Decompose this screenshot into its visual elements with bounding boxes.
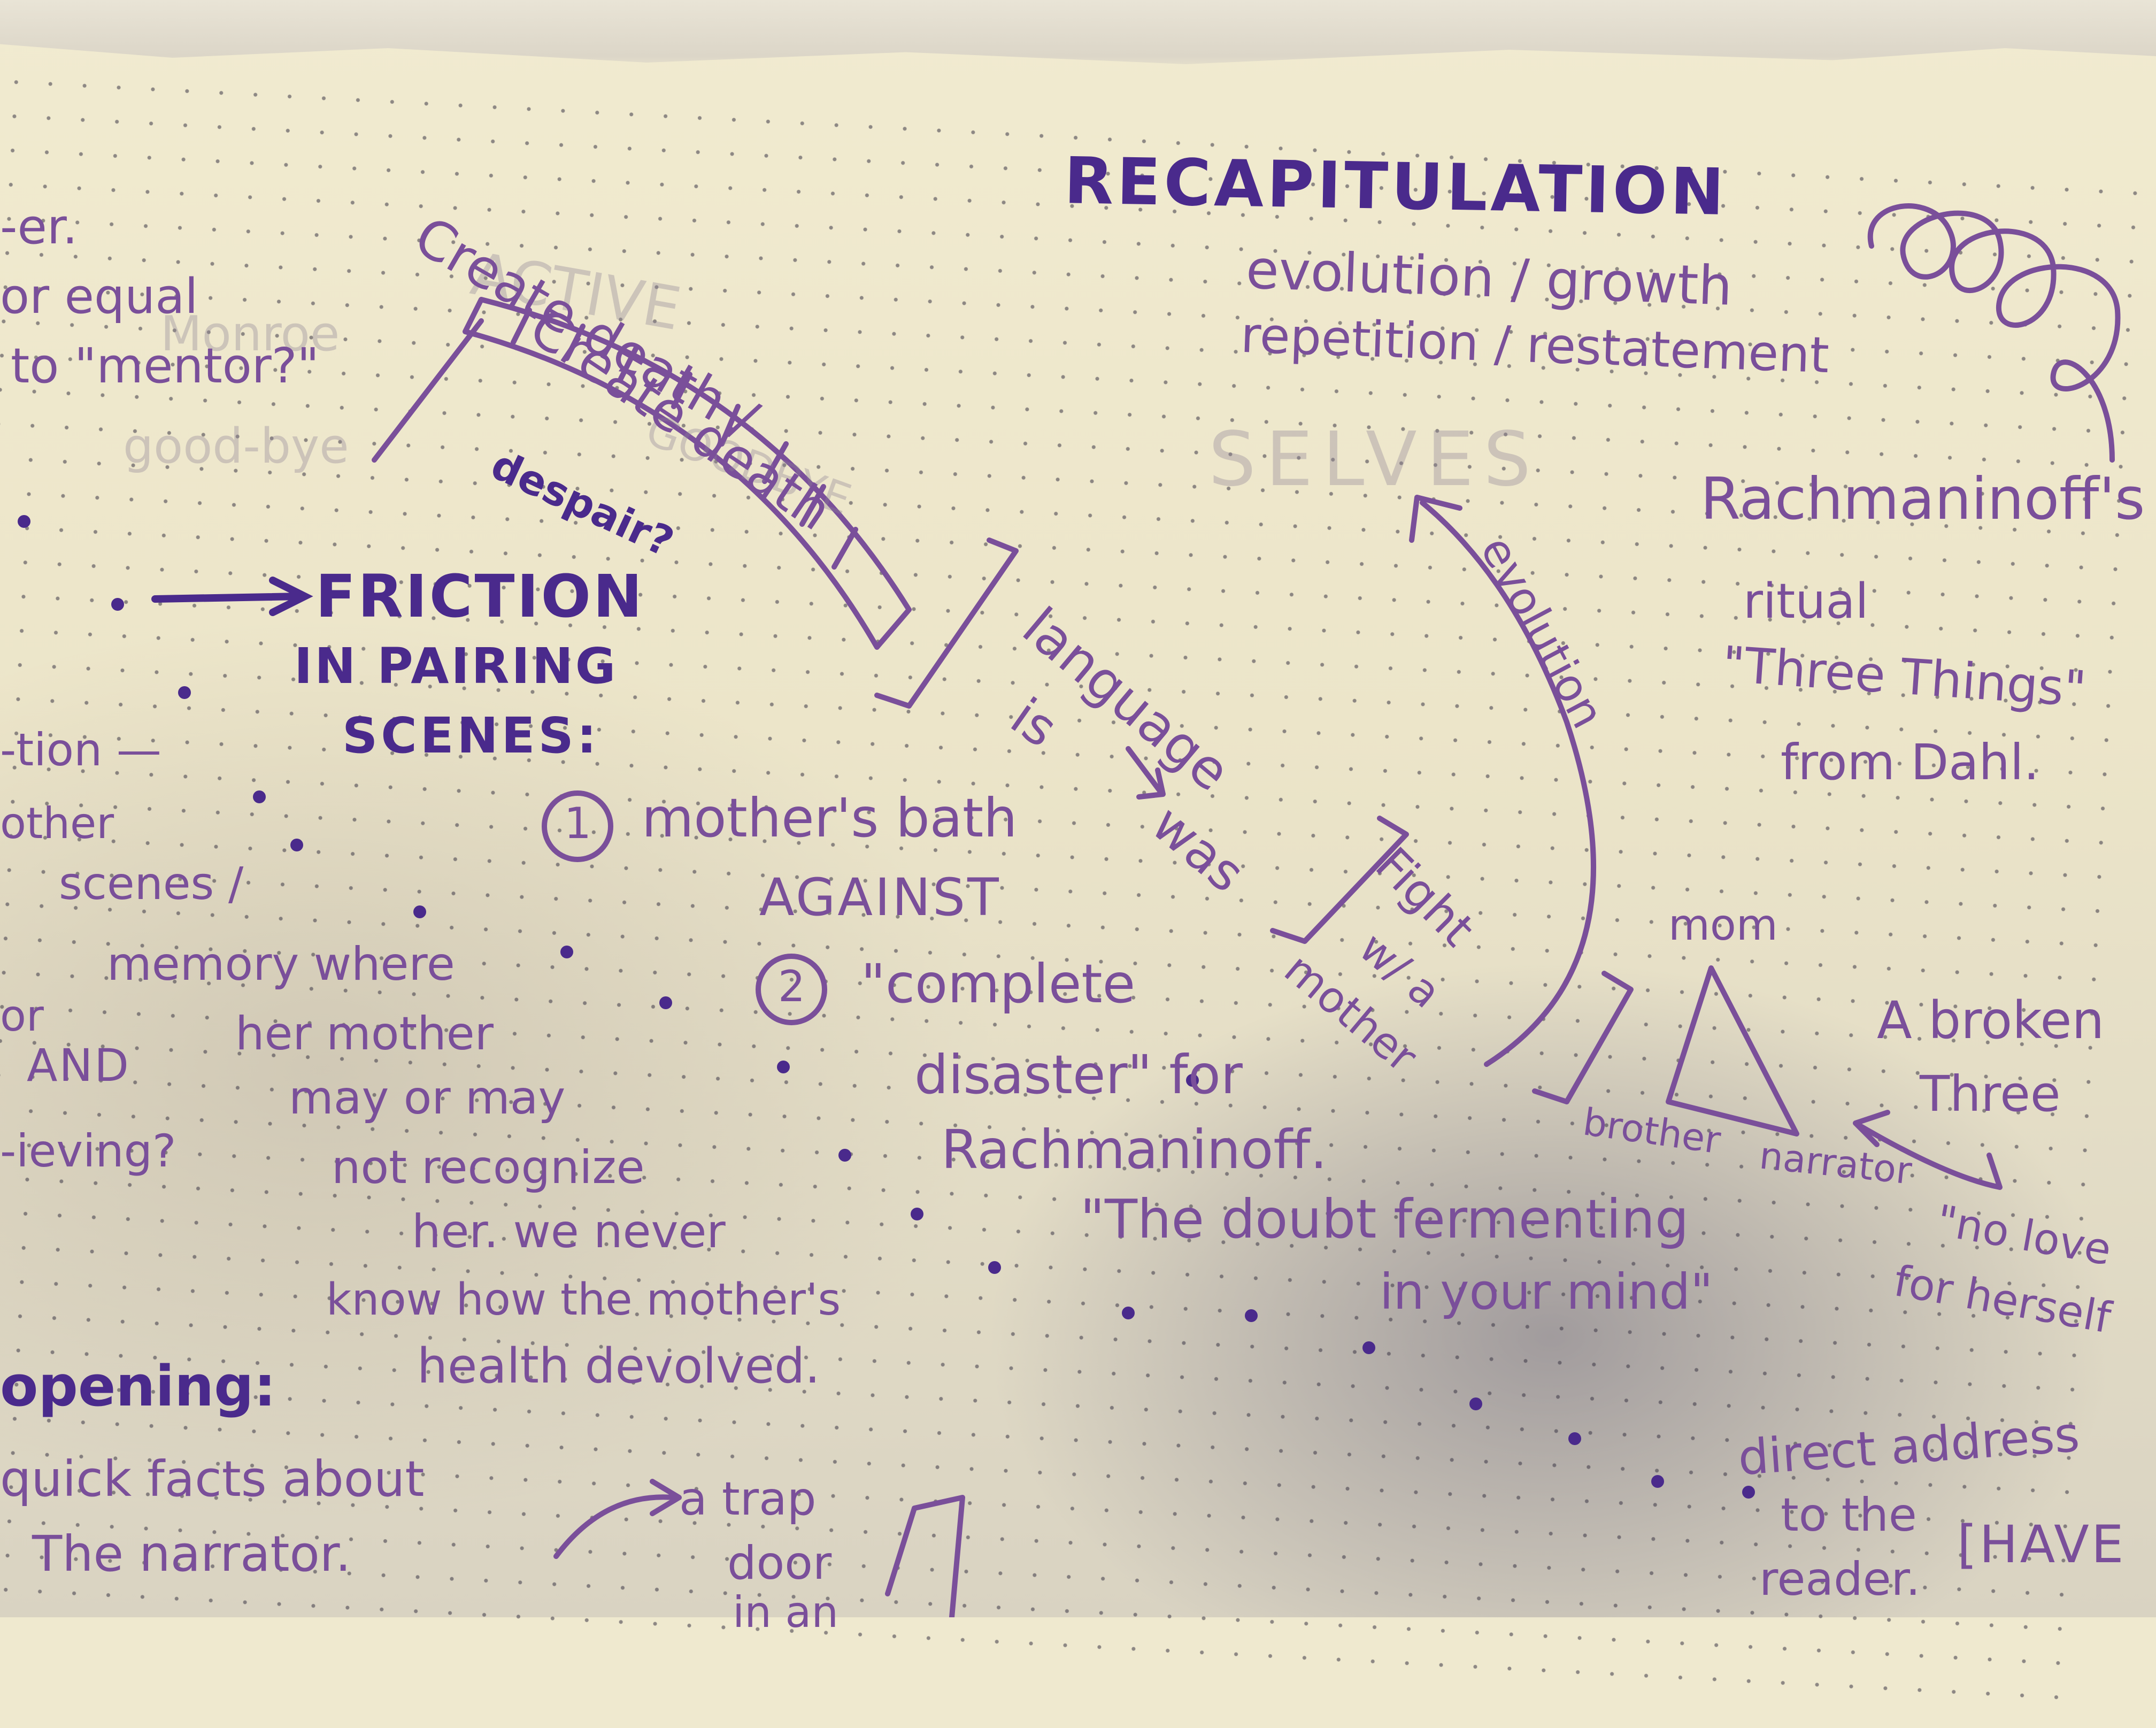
bracket-3 xyxy=(1532,971,1634,1104)
direct-address-line3: reader. xyxy=(1759,1553,1921,1606)
memory-line6: know how the mother's xyxy=(326,1274,841,1325)
a-broken-text: A broken xyxy=(1877,990,2105,1050)
left-fragment-or: or xyxy=(0,991,44,1041)
ghost-text-selves: SELVES xyxy=(1208,416,1541,503)
item-disaster-for: disaster" for xyxy=(914,1043,1243,1106)
rachmaninoffs-text: Rachmaninoff's xyxy=(1700,466,2145,533)
trap-door-line3: in an xyxy=(733,1587,839,1637)
trap-arrow xyxy=(553,1479,682,1559)
memory-line1: memory where xyxy=(107,938,455,991)
pen-drawings xyxy=(18,203,2121,1617)
bracket-2 xyxy=(1270,816,1409,944)
have-bracket-text: [HAVE xyxy=(1957,1515,2126,1575)
friction-heading-line1: FRICTION xyxy=(315,562,645,631)
recap-evolution-growth: evolution / growth xyxy=(1245,238,1734,318)
triangle-mom-label: mom xyxy=(1668,900,1778,950)
circle-one xyxy=(542,790,613,862)
ritual-text: ritual xyxy=(1743,573,1869,629)
trap-door-line1: a trap xyxy=(679,1472,817,1526)
broken-three-arrow xyxy=(1853,1110,2003,1190)
trap-door-line2: door xyxy=(727,1537,832,1590)
friction-heading-line3: SCENES: xyxy=(342,707,600,764)
left-fragment-mentor: to "mentor?" xyxy=(11,338,319,394)
memory-line3: may or may xyxy=(289,1071,566,1125)
hatched-band xyxy=(463,297,912,650)
left-fragment-ieving: -ieving? xyxy=(0,1125,176,1177)
circle-two xyxy=(756,954,827,1025)
quote-in-your-mind: in your mind" xyxy=(1380,1263,1713,1320)
evolution-arc xyxy=(1420,500,1596,1067)
bracket-1 xyxy=(874,537,1019,709)
evolution-arrowhead xyxy=(1409,495,1462,543)
friction-heading-line2: IN PAIRING xyxy=(294,638,618,695)
spiral-loops xyxy=(1867,203,2121,463)
left-fragment-scenes: scenes / xyxy=(59,857,244,910)
item-complete: "complete xyxy=(861,953,1136,1015)
item-rachmaninoff: Rachmaninoff. xyxy=(941,1118,1328,1181)
circle-two-label: 2 xyxy=(778,962,805,1011)
opening-heading: opening: xyxy=(0,1354,276,1419)
ghost-text-goodbye-lower: good-bye xyxy=(123,418,349,474)
quick-facts-line1: quick facts about xyxy=(0,1450,425,1508)
item-mothers-bath: mother's bath xyxy=(642,787,1018,849)
ghost-text-monroe: Monroe xyxy=(160,306,340,362)
memory-line2: her mother xyxy=(235,1007,494,1061)
recapitulation-heading: RECAPITULATION xyxy=(1063,144,1728,230)
bullet-dots xyxy=(18,515,1755,1499)
from-dahl-text: from Dahl. xyxy=(1781,734,2039,791)
left-fragment-er: -er. xyxy=(0,199,78,255)
left-fragment-other: other xyxy=(0,798,114,848)
circle-one-label: 1 xyxy=(564,798,591,848)
left-fragment-tion: -tion — xyxy=(0,724,161,776)
band-hatching xyxy=(511,308,858,570)
left-fragment-or-equal: or equal xyxy=(0,268,198,325)
left-fragment-and: AND xyxy=(27,1039,130,1092)
is-was-arrow xyxy=(1126,746,1166,800)
memory-line4: not recognize xyxy=(332,1141,645,1194)
memory-line7: health devolved. xyxy=(417,1338,820,1394)
item-against: AGAINST xyxy=(759,867,1001,927)
trap-door xyxy=(885,1495,965,1617)
triangle xyxy=(1666,965,1799,1136)
three-text: Three xyxy=(1920,1065,2061,1123)
direct-address-line2: to the xyxy=(1781,1488,1917,1542)
quick-facts-line2: The narrator. xyxy=(32,1525,351,1583)
friction-arrow xyxy=(151,577,313,616)
quote-doubt-fermenting: "The doubt fermenting xyxy=(1080,1188,1689,1250)
memory-line5: her. we never xyxy=(412,1205,726,1258)
